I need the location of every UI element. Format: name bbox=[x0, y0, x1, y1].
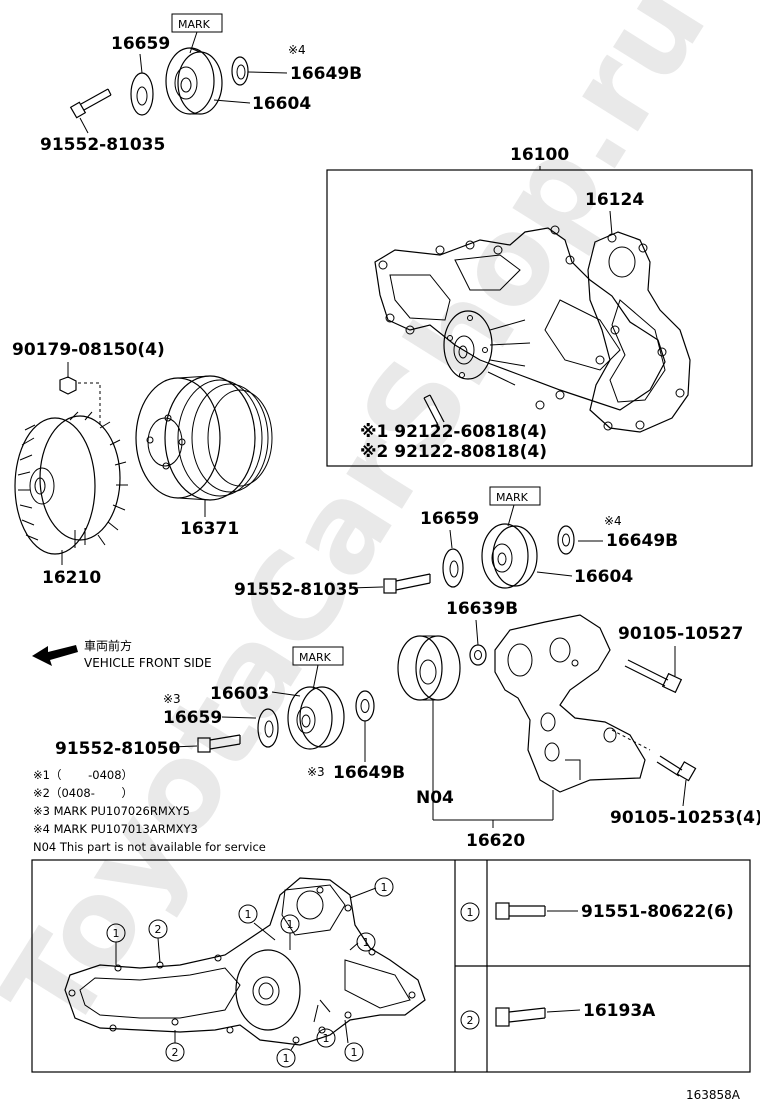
part-number-label: 16620 bbox=[466, 831, 525, 851]
washer-icon bbox=[130, 72, 154, 116]
washer-icon bbox=[557, 525, 575, 555]
legend-number: 2 bbox=[467, 1014, 474, 1027]
note-5: N04 This part is not available for servi… bbox=[33, 840, 266, 854]
bolt-label: ※2 92122-80818(4) bbox=[360, 442, 547, 462]
mark-box bbox=[171, 13, 223, 33]
mark-box bbox=[489, 486, 541, 506]
note-3: ※3 MARK PU107026RMXY5 bbox=[33, 804, 190, 818]
callout-number: 1 bbox=[381, 881, 388, 894]
front-label-en: VEHICLE FRONT SIDE bbox=[84, 656, 212, 670]
bolt-icon bbox=[495, 902, 546, 920]
water-pump-assembly: 16100 bbox=[326, 145, 753, 467]
water-pump-housing bbox=[374, 227, 666, 411]
part-number-label: 16371 bbox=[180, 519, 239, 539]
note-marker: ※3 bbox=[163, 692, 181, 706]
middle-idler-group: MARK 16659 ※4 16649B 91552-81035 16604 bbox=[234, 486, 678, 600]
pump-hub-icon bbox=[443, 310, 531, 386]
bolt-icon bbox=[656, 755, 697, 782]
legend-number: 1 bbox=[467, 906, 474, 919]
part-number-label: 16659 bbox=[111, 34, 170, 54]
part-number-label: 91552-81035 bbox=[40, 135, 165, 155]
washer-icon bbox=[442, 548, 464, 588]
callout-number: 2 bbox=[172, 1046, 179, 1059]
illustration-ref-code: 163858A bbox=[686, 1088, 741, 1102]
part-number-label: 91551-80622(6) bbox=[581, 902, 734, 922]
bolt-icon bbox=[495, 1007, 546, 1027]
fan-pulley-icon bbox=[135, 375, 273, 501]
washer-icon bbox=[355, 690, 375, 722]
bolt-icon bbox=[69, 88, 112, 119]
part-number-label: 16210 bbox=[42, 568, 101, 588]
note-marker: ※3 bbox=[307, 765, 325, 779]
front-label-jp: 車両前方 bbox=[84, 638, 132, 653]
bolt-icon bbox=[624, 659, 683, 694]
part-number-label: 16193A bbox=[583, 1001, 656, 1021]
water-pump-outline bbox=[64, 877, 426, 1046]
nut-icon bbox=[59, 376, 77, 395]
callout-number: 1 bbox=[363, 936, 370, 949]
part-number-label: 90105-10527 bbox=[618, 624, 743, 644]
bolt-holes bbox=[378, 225, 685, 431]
bolt-location-inset: 1 2 1 1 1 1 1 1 2 1 1 bbox=[31, 859, 751, 1073]
stud-bolt-icon bbox=[423, 394, 445, 426]
idler-pulley-icon bbox=[481, 523, 538, 589]
note-4: ※4 MARK PU107013ARMXY3 bbox=[33, 822, 198, 836]
part-number-label: 91552-81035 bbox=[234, 580, 359, 600]
tensioner-bracket-icon bbox=[494, 614, 646, 793]
part-number-label: 16124 bbox=[585, 190, 644, 210]
washer-icon bbox=[231, 56, 249, 86]
part-number-label: 16649B bbox=[333, 763, 405, 783]
footnotes: ※1（ -0408） ※2（0408- ） ※3 MARK PU107026RM… bbox=[33, 768, 266, 854]
part-number-label: 16604 bbox=[574, 567, 633, 587]
washer-icon bbox=[469, 644, 487, 666]
part-number-label: 16649B bbox=[606, 531, 678, 551]
idler-pulley-icon bbox=[165, 47, 223, 115]
legend-circle-1 bbox=[460, 902, 480, 922]
part-number-label: 16659 bbox=[420, 509, 479, 529]
mark-label: MARK bbox=[496, 491, 529, 504]
callout-number: 1 bbox=[245, 908, 252, 921]
idler-pulley-icon bbox=[287, 686, 345, 750]
watermark: ToyotaCarShop.ru bbox=[0, 0, 734, 1055]
assembly-box bbox=[326, 169, 753, 467]
tensioner-pulley-icon bbox=[397, 635, 461, 701]
washer-icon bbox=[257, 708, 279, 748]
part-number-label: 16100 bbox=[510, 145, 569, 165]
part-number-label: 16604 bbox=[252, 94, 311, 114]
bolt-icon bbox=[383, 573, 431, 594]
bolt-icon bbox=[197, 734, 241, 753]
part-number-label: N04 bbox=[416, 788, 454, 808]
top-idler-group: MARK 16659 ※4 16649B 16604 91552-81035 bbox=[40, 13, 362, 155]
mark-label: MARK bbox=[178, 18, 211, 31]
part-number-label: 16659 bbox=[163, 708, 222, 728]
callout-number: 1 bbox=[287, 918, 294, 931]
gasket-icon bbox=[587, 231, 691, 433]
mark-label: MARK bbox=[299, 651, 332, 664]
note-marker: ※4 bbox=[604, 514, 622, 528]
part-number-label: 90179-08150(4) bbox=[12, 340, 165, 360]
part-number-label: 90105-10253(4) bbox=[610, 808, 760, 828]
lower-idler-group: MARK 16603 ※3 16659 91552-81050 ※3 bbox=[55, 646, 405, 783]
note-1: ※1（ -0408） bbox=[33, 768, 133, 782]
inset-callouts: 1 2 1 1 1 1 1 1 2 1 bbox=[106, 877, 394, 1068]
fan-clutch-icon bbox=[14, 411, 128, 555]
tensioner-group: 16639B 90105-10527 bbox=[397, 599, 760, 851]
part-number-label: 16639B bbox=[446, 599, 518, 619]
callout-number: 1 bbox=[351, 1046, 358, 1059]
part-number-label: 91552-81050 bbox=[55, 739, 181, 759]
vehicle-front-indicator: 車両前方 VEHICLE FRONT SIDE bbox=[32, 638, 212, 670]
part-number-label: 16649B bbox=[290, 64, 362, 84]
legend-circle-2 bbox=[460, 1010, 480, 1030]
callout-number: 1 bbox=[113, 927, 120, 940]
callout-number: 1 bbox=[283, 1052, 290, 1065]
callout-number: 2 bbox=[155, 923, 162, 936]
part-number-label: 16603 bbox=[210, 684, 269, 704]
fan-clutch-group: 90179-08150(4) 16210 bbox=[12, 340, 273, 588]
note-2: ※2（0408- ） bbox=[33, 786, 133, 800]
front-arrow-icon bbox=[32, 645, 78, 666]
note-marker: ※4 bbox=[288, 43, 306, 57]
bolt-label: ※1 92122-60818(4) bbox=[360, 422, 547, 442]
callout-number: 1 bbox=[323, 1032, 330, 1045]
